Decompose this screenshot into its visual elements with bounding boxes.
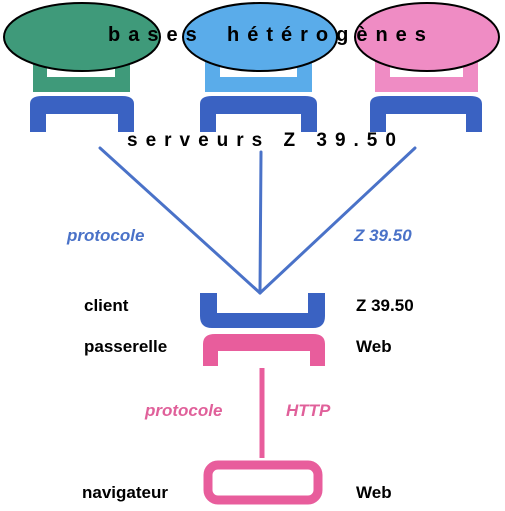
navigateur-label: navigateur [82, 483, 168, 502]
title-bases: bases [108, 24, 205, 46]
protocol-left-label: protocole [67, 226, 145, 245]
http-protocol-right-label: HTTP [286, 401, 331, 420]
passerelle-label: passerelle [84, 337, 168, 356]
title-heterogenes: hétérogènes [227, 24, 434, 46]
browser-web-label: Web [356, 483, 392, 502]
z3950-lines [98, 146, 417, 295]
servers-label: serveurs Z 39.50 [127, 130, 404, 151]
gateway-bracket [203, 334, 325, 366]
server-cyan [182, 2, 338, 132]
server-pink [354, 2, 500, 132]
browser-box [203, 460, 323, 505]
z3950-label: Z 39.50 [356, 296, 414, 315]
client-bracket [200, 293, 325, 328]
gateway-web-label: Web [356, 337, 392, 356]
client-label: client [84, 296, 129, 315]
protocol-right-label: Z 39.50 [354, 226, 412, 245]
http-protocol-left-label: protocole [145, 401, 223, 420]
server-green [3, 2, 161, 132]
